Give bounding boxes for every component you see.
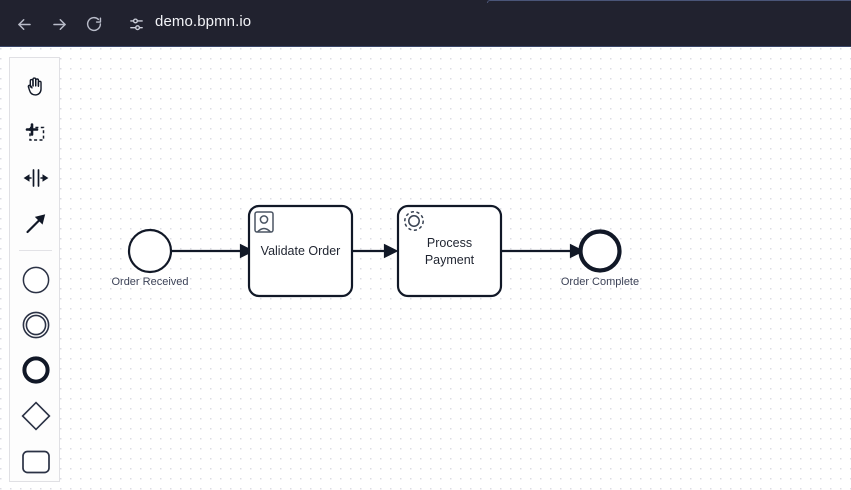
- task-rounded-rect-icon: [20, 449, 52, 475]
- sequence-flow-start-to-validate: [172, 243, 255, 259]
- create-end-event[interactable]: [10, 350, 61, 390]
- site-settings-icon[interactable]: [124, 12, 148, 36]
- hand-icon: [23, 74, 48, 99]
- start-event-circle-icon: [21, 265, 51, 295]
- intermediate-event-double-circle-icon: [21, 310, 51, 340]
- service-task-label-line1: Process: [427, 236, 472, 250]
- user-task-label: Validate Order: [261, 244, 341, 258]
- browser-toolbar: demo.bpmn.io: [0, 0, 851, 47]
- browser-tab-edge: [487, 0, 851, 3]
- bpmn-diagram: Order Received Validate Order: [0, 48, 851, 490]
- back-arrow-icon[interactable]: [12, 12, 36, 36]
- space-tool[interactable]: [10, 158, 61, 198]
- end-event-shape: [578, 229, 622, 273]
- bpmn-palette: [9, 57, 60, 482]
- create-task[interactable]: [10, 442, 61, 482]
- end-event-thick-circle-icon: [21, 355, 51, 385]
- create-gateway[interactable]: [10, 396, 61, 436]
- sequence-flow-payment-to-end: [502, 243, 585, 259]
- url-text[interactable]: demo.bpmn.io: [155, 13, 252, 30]
- reload-icon[interactable]: [82, 12, 106, 36]
- start-event-shape: [127, 228, 173, 274]
- arrow-connect-icon: [23, 211, 49, 237]
- forward-arrow-icon[interactable]: [47, 12, 71, 36]
- bpmn-canvas[interactable]: Order Received Validate Order: [0, 48, 851, 490]
- user-task-shape: [247, 204, 354, 298]
- create-intermediate-event[interactable]: [10, 305, 61, 345]
- lasso-select-icon: [23, 119, 49, 145]
- create-start-event[interactable]: [10, 260, 61, 300]
- global-connect-tool[interactable]: [10, 204, 61, 244]
- service-task-gear-icon: [404, 211, 424, 231]
- gateway-diamond-icon: [20, 400, 52, 432]
- end-event-label: Order Complete: [561, 276, 639, 288]
- service-task-label-line2: Payment: [425, 253, 475, 267]
- service-task-shape: [396, 204, 503, 298]
- user-task-person-icon: [254, 211, 274, 233]
- hand-tool[interactable]: [10, 66, 61, 106]
- start-event-label: Order Received: [111, 276, 188, 288]
- palette-divider: [19, 250, 52, 251]
- sequence-flow-validate-to-payment: [352, 243, 399, 259]
- space-tool-icon: [23, 166, 49, 190]
- lasso-tool[interactable]: [10, 112, 61, 152]
